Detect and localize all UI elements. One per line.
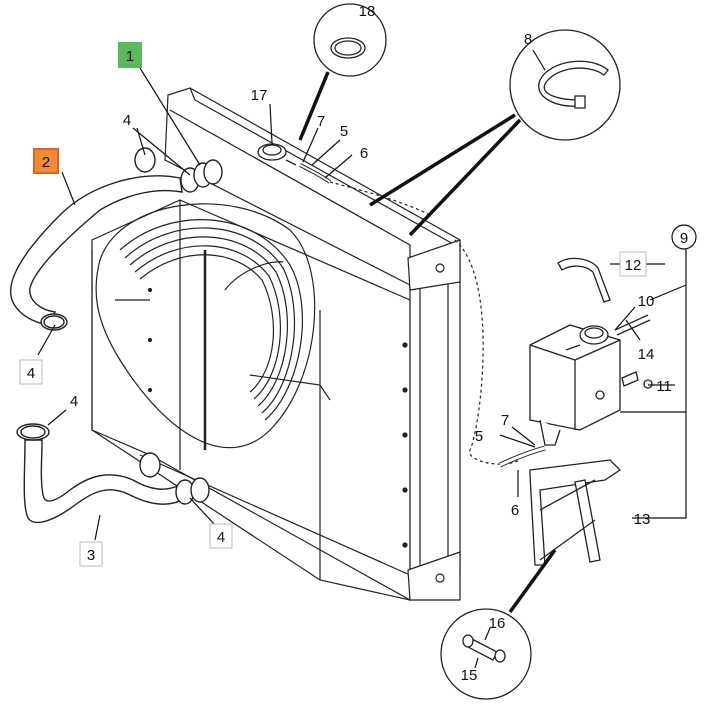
callout-4-box-b (209, 523, 233, 549)
detail-circle-16 (440, 608, 532, 700)
callout-8[interactable]: 8 (524, 31, 532, 48)
expansion-tank (529, 324, 621, 446)
callout-12[interactable]: 12 (625, 257, 642, 274)
callout-7-tank[interactable]: 7 (501, 412, 509, 429)
callout-4-hose-end[interactable]: 4 (27, 365, 35, 382)
callout-4-upper-clamp[interactable]: 4 (123, 112, 131, 129)
callouts: 1 2 3 4 4 4 4 5 5 6 6 7 7 8 9 10 11 12 1… (19, 3, 697, 684)
callout-2-highlight (33, 148, 59, 174)
tank-hose-part-6 (498, 445, 546, 468)
callout-6-upper[interactable]: 6 (360, 145, 368, 162)
callout-5-tank[interactable]: 5 (475, 428, 483, 445)
hose-clamps-part-4 (20, 147, 223, 505)
callout-2[interactable]: 2 (42, 154, 50, 171)
callout-18[interactable]: 18 (359, 3, 376, 20)
callout-1[interactable]: 1 (126, 48, 134, 65)
radiator-assembly (91, 87, 521, 601)
tank-bracket-part-13 (529, 459, 622, 566)
callout-15[interactable]: 15 (461, 667, 478, 684)
callout-17[interactable]: 17 (251, 87, 268, 104)
sensor-part-11 (621, 371, 653, 389)
callout-13[interactable]: 13 (634, 511, 651, 528)
callout-4-lower-hose[interactable]: 4 (70, 393, 78, 410)
callout-4-box-a (19, 359, 43, 385)
callout-6-tank[interactable]: 6 (511, 502, 519, 519)
callout-5-upper[interactable]: 5 (340, 123, 348, 140)
tank-strap-part-12 (557, 257, 611, 303)
detail-circle-18 (313, 3, 387, 77)
callout-3[interactable]: 3 (87, 547, 95, 564)
callout-11[interactable]: 11 (656, 378, 672, 395)
callout-3-box (79, 541, 103, 567)
callout-4-lower-clamp[interactable]: 4 (217, 529, 225, 546)
callout-10[interactable]: 10 (638, 293, 655, 310)
callout-9[interactable]: 9 (680, 230, 688, 247)
tube-part-14 (614, 314, 651, 336)
radiator-cap-part-17 (257, 143, 332, 184)
callout-1-highlight (118, 42, 142, 68)
callout-7-upper[interactable]: 7 (317, 113, 325, 130)
callout-14[interactable]: 14 (638, 346, 655, 363)
callout-12-box (619, 251, 647, 277)
callout-16[interactable]: 16 (489, 615, 506, 632)
detail-leaders (298, 71, 557, 614)
callout-9-circle (671, 224, 697, 250)
